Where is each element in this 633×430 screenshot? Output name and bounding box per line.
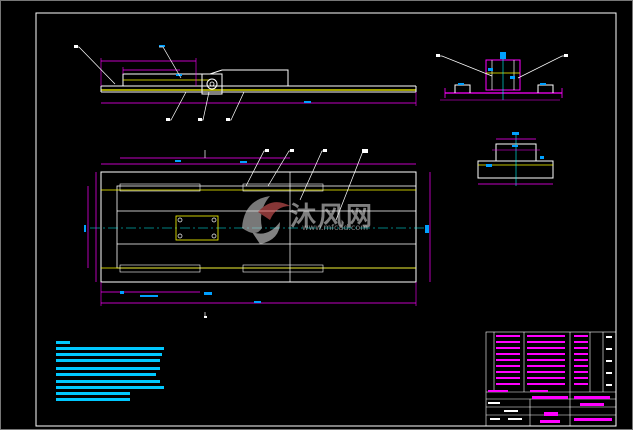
plan-view: [84, 149, 431, 318]
top-elevation-view: [74, 45, 417, 121]
title-block-grid-text: [488, 336, 612, 420]
side-section-view: [436, 52, 568, 101]
watermark-logo-icon: [242, 196, 290, 244]
end-detail-view: [477, 132, 554, 186]
drawing-frame: [35, 12, 617, 427]
watermark-brand-text: 沐风网: [290, 202, 375, 232]
watermark-url-text: www.mfcad.com: [302, 223, 369, 232]
title-block-entries: [488, 335, 612, 423]
technical-notes: [56, 341, 164, 401]
